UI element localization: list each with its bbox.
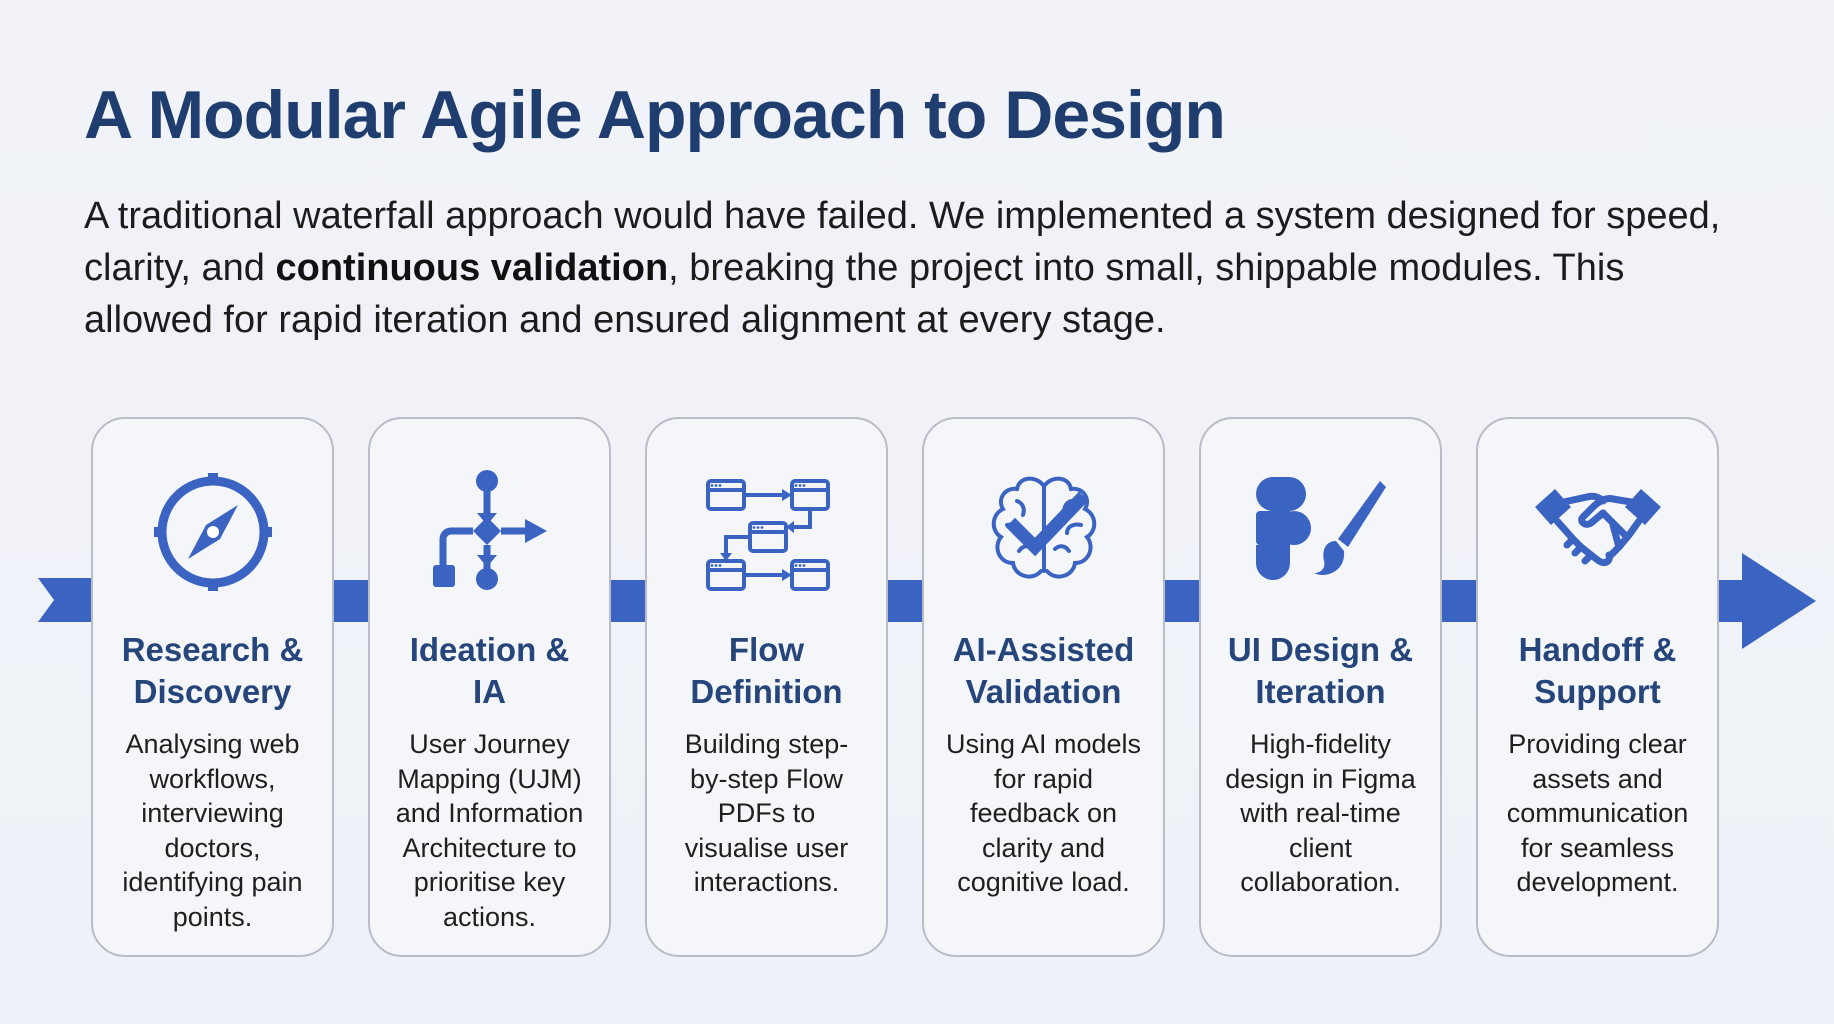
step-description: Using AI models for rapid feedback on cl… [945,729,1142,897]
screen-flow-icon [705,479,830,591]
step-title: Ideation & IA [409,631,570,710]
step-title: Flow Definition [690,631,843,710]
flowchart-icon [432,470,547,590]
step-description: Analysing web workflows, interviewing do… [122,729,303,932]
intro-text-part2: , breaking the project into small, shipp… [84,247,1625,341]
step-card-ideation: Ideation & IA User Journey Mapping (UJM)… [368,417,611,957]
compass-icon [153,473,272,591]
step-description: Providing clear assets and communication… [1506,729,1689,897]
handshake-icon [1534,489,1661,567]
step-description: User Journey Mapping (UJM) and Informati… [395,729,584,932]
step-card-ui-design: UI Design & Iteration High-fidelity desi… [1199,417,1442,957]
step-card-flow: Flow Definition Building step- by-step F… [645,417,888,957]
page-title: A Modular Agile Approach to Design [84,77,1226,153]
step-card-research: Research & Discovery Analysing web workf… [91,417,334,957]
step-description: Building step- by-step Flow PDFs to visu… [684,729,849,897]
figma-brush-icon [1255,477,1386,580]
step-description: High-fidelity design in Figma with real-… [1225,729,1416,897]
brain-check-icon [991,476,1096,579]
step-title: Handoff & Support [1518,631,1677,710]
intro-text-part1: A traditional waterfall approach would h… [84,195,1721,289]
intro-text-emphasis: continuous validation [275,247,669,289]
step-title: UI Design & Iteration [1227,631,1414,710]
intro-paragraph: A traditional waterfall approach would h… [84,190,1724,346]
step-title: Research & Discovery [121,631,304,710]
timeline-arrow-head [1725,553,1816,649]
timeline-arrow-tail [38,578,92,622]
step-title: AI-Assisted Validation [952,631,1135,710]
step-card-ai-validation: AI-Assisted Validation Using AI models f… [922,417,1165,957]
step-card-handoff: Handoff & Support Providing clear assets… [1476,417,1719,957]
